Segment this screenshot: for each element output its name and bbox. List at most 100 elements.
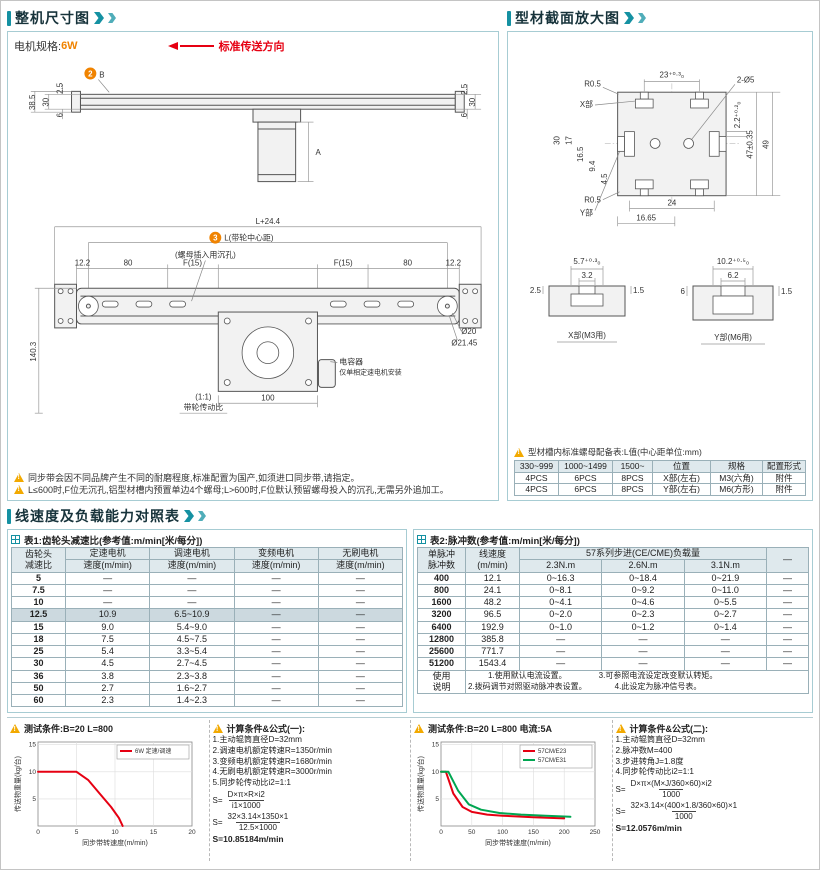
dim-label: 2.5 (460, 83, 469, 95)
table-cell: 10 (11, 595, 66, 610)
dim-label: 6 (460, 112, 469, 117)
table-cell: 25600 (417, 644, 466, 659)
chart-label: 同步带转速度(m/min) (82, 838, 148, 847)
table-cell: 7.5 (64, 632, 151, 647)
usage-row: 使用 说明 1.使用默认电流设置。 2.拨码调节对照驱动脉冲表设置。 3.可参照 (417, 669, 809, 694)
col-header: 定速电机 (64, 546, 151, 561)
chart-label: 15 (432, 742, 440, 749)
machine-side-view: 2 B A 2.5 30 38.5 6 2.5 30 6 (28, 67, 482, 183)
table-cell: 0~18.4 (601, 571, 685, 585)
dim-label: 1.5 (633, 286, 645, 295)
calc-panel-2: 计算条件&公式(二): 1.主动辊筒直径D=32mm 2.脉冲数M=400 3.… (611, 720, 814, 861)
table-cell: — (601, 632, 685, 647)
col-header: 齿轮头 减速比 (11, 547, 66, 573)
chart-label: 5 (436, 796, 440, 803)
chart-label: 0 (36, 829, 40, 836)
table-cell: — (64, 583, 151, 598)
profile-diagram-box: R0.5 23⁺⁰·³₀ 2-Ø5 X部 30 17 16.5 9.4 4.5 … (507, 31, 813, 501)
table-header-row: 单脉冲 脉冲数 线速度 (m/min) 57系列步进(CE/CME)负载量 — (417, 546, 809, 573)
chevron-right-icon (108, 13, 116, 23)
calc-line: 3.变频电机额定转速R=1680r/min (212, 756, 332, 766)
table-cell: 24.1 (465, 583, 520, 598)
calc-panel-1-header: 计算条件&公式(一): (212, 721, 408, 735)
denominator: 1000 (659, 789, 684, 800)
table-cell: 12800 (417, 632, 466, 647)
table-head: 单脉冲 脉冲数 线速度 (m/min) 57系列步进(CE/CME)负载量 — … (417, 546, 809, 573)
note-text: L≤600时,F位无沉孔,铝型材槽内预置单边4个螺母;L>600时,F位默认预留… (28, 484, 449, 495)
dim-label: 4.5 (600, 173, 609, 185)
col-header: 1500~ (612, 460, 653, 473)
dim-label: 47±0.35 (746, 130, 755, 159)
chart-shape (36, 770, 124, 827)
denominator: i1×1000 (228, 800, 264, 811)
usage-label-cell: 使用 说明 (417, 669, 466, 694)
usage-note: 1.使用默认电流设置。 (488, 670, 567, 680)
gear-ratio-table: 齿轮头 减速比 定速电机 调速电机 变频电机 无刷电机 速度(m/min) 速度… (11, 546, 404, 708)
dimension-diagram-box: 电机规格: 6W 标准传送方向 (7, 31, 499, 501)
table-cell: 2.3~3.8 (149, 669, 235, 683)
table-header-row: 齿轮头 减速比 定速电机 调速电机 变频电机 无刷电机 (11, 546, 404, 573)
fraction: 32×3.14×1350×1 12.5×1000 (225, 812, 292, 833)
table-cell: — (518, 632, 603, 647)
table-cell: M3(六角) (710, 471, 763, 485)
table-head: 330~999 1000~1499 1500~ 位置 规格 配置形式 (514, 460, 806, 473)
dim-label: 16.65 (636, 213, 656, 222)
usage-note: 2.拨码调节对照驱动脉冲表设置。 (468, 681, 587, 691)
test-conditions: 测试条件:B=20 L=800 (24, 723, 114, 734)
table-cell: 0~11.0 (683, 583, 768, 598)
warning-icon (414, 724, 424, 733)
table-cell: — (317, 669, 404, 683)
table-cell: — (317, 571, 404, 585)
table-cell: — (518, 644, 603, 659)
table2-title: 表2:脉冲数(参考值:m/min[米/每分]) (430, 535, 580, 547)
table-cell: 6400 (417, 620, 466, 634)
col-header: 位置 (652, 460, 711, 473)
table-cell: — (766, 608, 809, 622)
table-cell: — (233, 620, 319, 634)
test-panel-2-header: 测试条件:B=20 L=800 电流:5A (414, 721, 609, 735)
usage-note: 4.此设定为脉冲信号表。 (614, 681, 702, 691)
table-cell: 9.0 (64, 620, 151, 634)
table-cell: 0~4.6 (601, 595, 685, 610)
formula-lhs: S= (615, 807, 626, 817)
test-panel-2: 测试条件:B=20 L=800 电流:5A 050100150200250510… (410, 720, 612, 861)
table-cell: 12.1 (465, 571, 520, 585)
capacitor-note: 仅单相定速电机安装 (339, 368, 402, 377)
chart-label: 100 (497, 829, 508, 836)
col-header: — (766, 547, 809, 573)
arrow-shaft (179, 45, 214, 47)
dim-label: F(15) (183, 258, 202, 267)
table-cell: 1.6~2.7 (149, 681, 235, 696)
col-header: 配置形式 (762, 460, 806, 473)
col-subheader: 3.1N.m (683, 559, 768, 573)
calc-line: 1.主动辊筒直径D=32mm (615, 735, 705, 744)
calc-line: 5.同步轮传动比i2=1:1 (212, 778, 292, 788)
table-cell: 48.2 (465, 595, 520, 610)
table-cell: 771.7 (465, 644, 520, 659)
chevron-right-icon (624, 12, 634, 24)
table-cell: — (64, 595, 151, 610)
chart-label: 57CM/E31 (538, 758, 567, 764)
denominator: 12.5×1000 (235, 822, 280, 833)
col-header: 57系列步进(CE/CME)负载量 (519, 546, 767, 561)
table-cell: 1543.4 (465, 657, 520, 671)
chart-shape (116, 744, 190, 760)
table-cell: — (766, 583, 809, 598)
table-cell: 4.5 (64, 657, 151, 671)
pulse-table-panel: 表2:脉冲数(参考值:m/min[米/每分]) 单脉冲 脉冲数 线速度 (m/m… (413, 529, 813, 713)
dim-label: 3.2 (581, 271, 593, 280)
y-slot-detail: 10.2⁺⁰·⁵₀ 6.2 6 1.5 Y部(M6用) (681, 257, 793, 345)
table-cell: 5 (11, 571, 66, 585)
table-cell: — (233, 608, 319, 622)
side-view-geometry (30, 79, 482, 183)
table-cell: 7.5 (11, 583, 66, 598)
table-cell: — (317, 693, 404, 708)
col-subheader: 速度(m/min) (64, 559, 151, 573)
numerator: D×π×(M×J/360×60)×i2 (630, 779, 712, 789)
